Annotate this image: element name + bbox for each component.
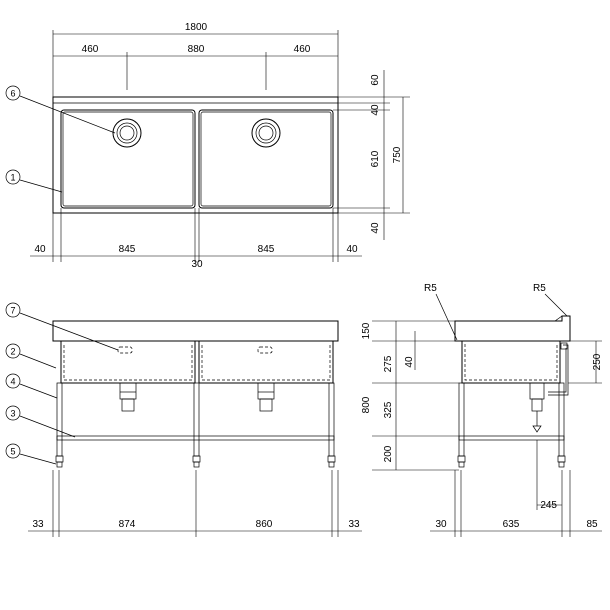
- dim-right-span: 860: [256, 519, 273, 530]
- side-drain-icon: [529, 382, 545, 433]
- front-view: 33 874 860 33 7 2 4 3 5: [5, 302, 362, 537]
- svg-text:1: 1: [10, 173, 15, 183]
- svg-text:4: 4: [10, 377, 15, 387]
- side-leg-front: [458, 382, 465, 457]
- dim-leg-span: 635: [503, 519, 520, 530]
- dim-left-margin: 40: [34, 244, 46, 255]
- side-view: R5 R5 150 275 40 325 200 800 250 245 30: [361, 283, 603, 537]
- dim-bowl-right: 845: [258, 244, 275, 255]
- dim-bowl-left: 845: [119, 244, 136, 255]
- side-bowl: [461, 341, 561, 384]
- leg-middle: [193, 382, 200, 457]
- radius-left-label: R5: [424, 283, 437, 294]
- top-bowl-left-inner: [62, 111, 194, 207]
- callout-4: 4: [5, 373, 58, 399]
- svg-text:2: 2: [10, 347, 15, 357]
- dim-overall-width: 1800: [185, 22, 208, 33]
- side-countertop: [454, 315, 571, 342]
- foot-left-icon: [55, 455, 64, 468]
- overflow-right-icon: [257, 346, 273, 354]
- side-overflow-pipe: [548, 344, 569, 396]
- dim-center-section: 880: [188, 44, 205, 55]
- dim-front-offset: 30: [435, 519, 447, 530]
- dim-drain-offset: 245: [540, 500, 557, 511]
- leg-left: [56, 382, 63, 457]
- side-foot-back-icon: [557, 455, 566, 468]
- dim-bowl-top-offset: 40: [370, 104, 381, 116]
- front-brace: [56, 435, 335, 441]
- drain-right-icon: [251, 118, 281, 148]
- svg-text:6: 6: [10, 89, 15, 99]
- top-view: 1800 460 880 460 40 845 845 40 30 60 40 …: [5, 22, 410, 270]
- dim-front-margin: 40: [370, 222, 381, 234]
- dim-mid-height: 325: [383, 401, 394, 418]
- dim-divider: 30: [191, 259, 203, 270]
- dim-back-ledge: 60: [370, 74, 381, 86]
- leg-right: [328, 382, 335, 457]
- callout-1: 1: [5, 169, 63, 193]
- dim-total-height: 800: [361, 396, 372, 413]
- drain-left-icon: [112, 118, 142, 148]
- top-bowl-right-inner: [200, 111, 332, 207]
- callout-2: 2: [5, 343, 57, 369]
- front-drain-right-icon: [257, 382, 275, 412]
- top-bowl-right: [198, 109, 334, 209]
- dim-left-section: 460: [82, 44, 99, 55]
- callout-6: 6: [5, 85, 116, 134]
- front-drain-left-icon: [119, 382, 137, 412]
- foot-right-icon: [327, 455, 336, 468]
- dim-left-span: 874: [119, 519, 136, 530]
- side-brace: [458, 435, 565, 441]
- front-countertop: [52, 320, 339, 342]
- callout-3: 3: [5, 405, 76, 438]
- side-foot-front-icon: [457, 455, 466, 468]
- dim-backsplash: 150: [361, 322, 372, 339]
- top-bowl-left: [60, 109, 196, 209]
- overflow-left-icon: [117, 346, 133, 354]
- svg-text:5: 5: [10, 447, 15, 457]
- dim-left-leg-offset: 33: [32, 519, 44, 530]
- dim-side-bowl-depth: 250: [592, 353, 603, 370]
- dim-back-offset: 85: [586, 519, 598, 530]
- dim-right-leg-offset: 33: [348, 519, 360, 530]
- dim-right-margin: 40: [346, 244, 358, 255]
- callout-5: 5: [5, 443, 57, 465]
- top-outline: [52, 96, 339, 214]
- side-leg-back: [558, 382, 565, 457]
- radius-right-label: R5: [533, 283, 546, 294]
- dim-right-section: 460: [294, 44, 311, 55]
- dim-bowl-depth: 610: [370, 150, 381, 167]
- dim-overall-depth: 750: [392, 146, 403, 163]
- dim-top-lip: 40: [404, 356, 415, 368]
- svg-text:7: 7: [10, 306, 15, 316]
- svg-text:3: 3: [10, 409, 15, 419]
- callout-7: 7: [5, 302, 119, 351]
- dim-lower-height: 200: [383, 445, 394, 462]
- foot-middle-icon: [192, 455, 201, 468]
- dim-bowl-height: 275: [383, 355, 394, 372]
